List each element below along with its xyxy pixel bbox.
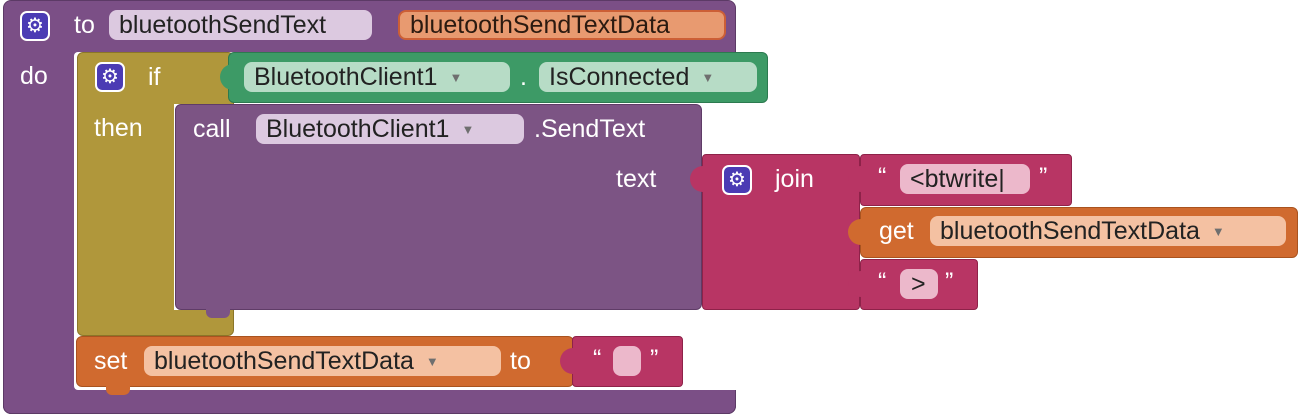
property-dropdown[interactable]: IsConnected▼	[539, 62, 757, 92]
join-label: join	[775, 165, 814, 193]
empty-string-plug	[560, 348, 574, 374]
if-gear-icon[interactable]: ⚙	[95, 62, 125, 92]
getter-plug	[220, 64, 234, 90]
if-label: if	[148, 63, 161, 91]
string-field[interactable]: <btwrite|	[900, 164, 1030, 194]
dropdown-arrow-icon: ▼	[1211, 224, 1225, 240]
join-gear-icon[interactable]: ⚙	[722, 165, 752, 195]
procedure-bottom-bar	[3, 390, 736, 414]
then-label: then	[94, 114, 143, 142]
set-label: set	[94, 347, 128, 375]
component-dropdown[interactable]: BluetoothClient1▼	[244, 62, 510, 92]
procedure-do-label: do	[20, 62, 48, 90]
set-variable-dropdown[interactable]: bluetoothSendTextData▼	[144, 346, 501, 376]
close-quote: ”	[1039, 163, 1048, 191]
string-field-2[interactable]: >	[900, 269, 938, 299]
set-to-label: to	[510, 347, 531, 375]
dropdown-arrow-icon: ▼	[449, 70, 463, 86]
text-socket-label: text	[616, 165, 657, 193]
get-label: get	[879, 217, 914, 245]
procedure-param[interactable]: bluetoothSendTextData	[398, 10, 726, 40]
call-label: call	[193, 115, 231, 143]
join-plug	[690, 166, 704, 192]
close-quote-3: ”	[650, 345, 659, 373]
empty-string-field[interactable]	[613, 346, 641, 376]
get-plug	[848, 219, 862, 245]
procedure-to-label: to	[74, 11, 95, 39]
call-method-label: .SendText	[534, 115, 646, 143]
text-string-block-2[interactable]	[860, 259, 978, 310]
dropdown-arrow-icon: ▼	[701, 70, 715, 86]
call-component-dropdown[interactable]: BluetoothClient1▼	[256, 114, 524, 144]
string-plug	[848, 166, 862, 192]
close-quote-2: ”	[945, 268, 954, 296]
getter-dot: .	[520, 63, 527, 91]
open-quote: “	[878, 163, 887, 191]
set-connector-tab	[106, 385, 130, 395]
open-quote-3: “	[593, 345, 602, 373]
procedure-gear-icon[interactable]: ⚙	[20, 11, 50, 41]
dropdown-arrow-icon: ▼	[425, 354, 439, 370]
dropdown-arrow-icon: ▼	[461, 122, 475, 138]
open-quote-2: “	[878, 268, 887, 296]
call-connector-tab	[206, 308, 230, 318]
procedure-name-field[interactable]: bluetoothSendText	[109, 10, 372, 40]
string-plug-2	[848, 271, 862, 297]
get-variable-dropdown[interactable]: bluetoothSendTextData▼	[930, 216, 1286, 246]
